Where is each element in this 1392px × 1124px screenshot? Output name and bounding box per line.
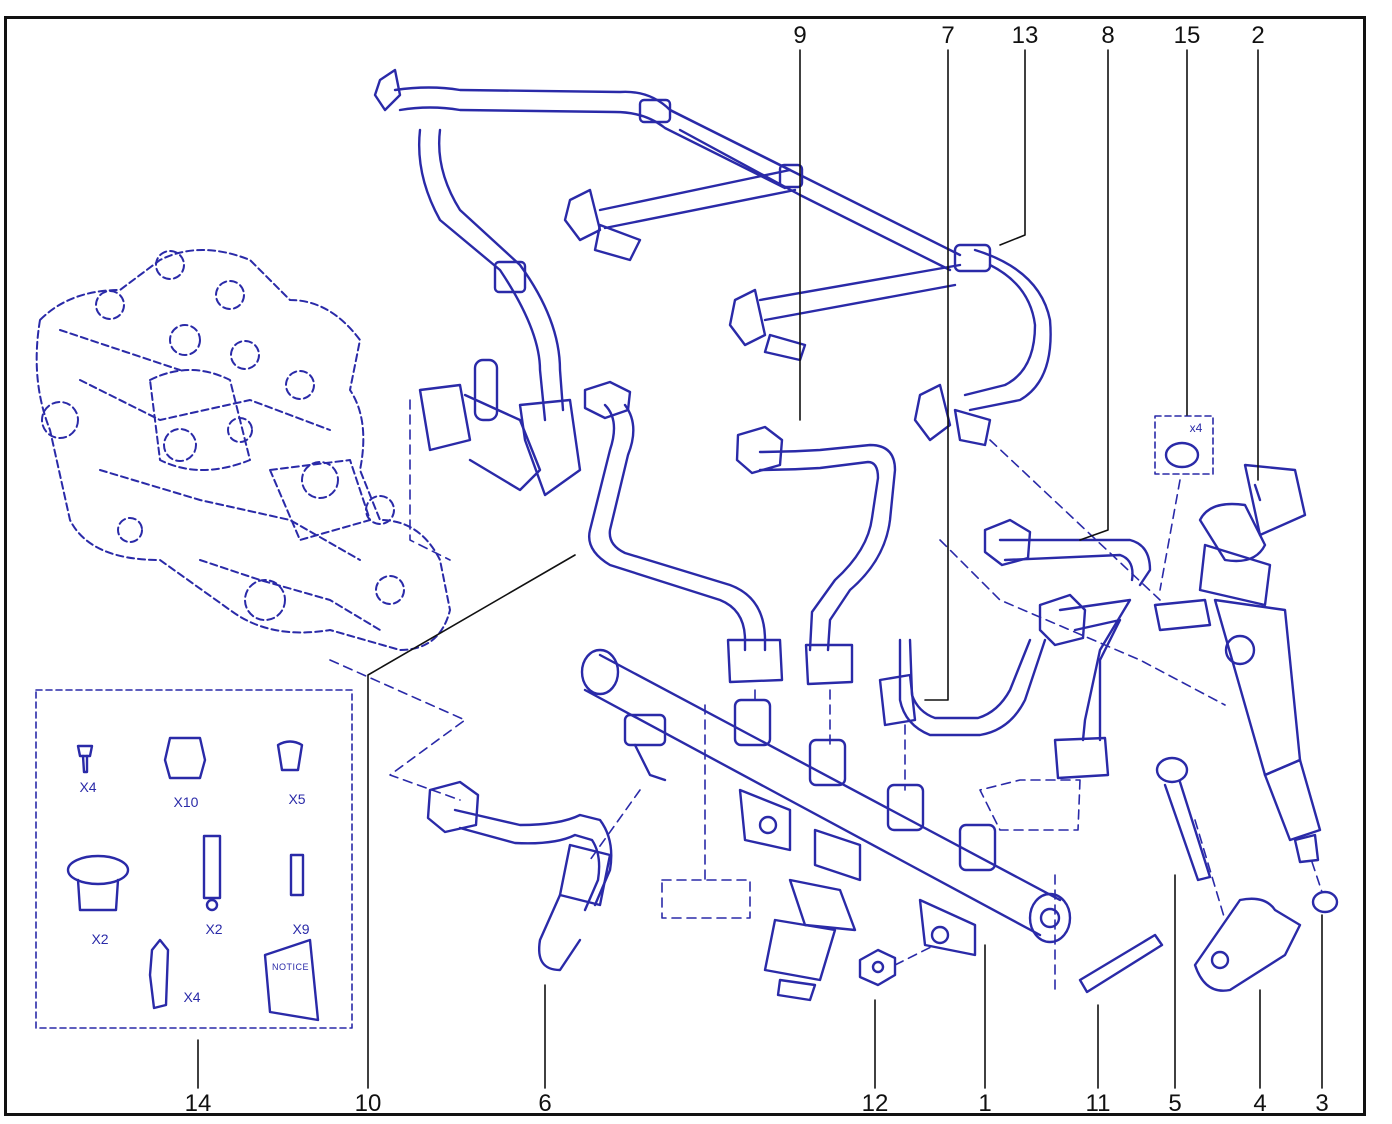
pressure-sensor (763, 878, 857, 1002)
kit-quantity-3: X5 (288, 791, 306, 807)
alignment-lines (329, 399, 1323, 996)
pipe-10 (583, 380, 784, 684)
callout-1: 1 (978, 1090, 992, 1117)
callout-2: 2 (1251, 22, 1265, 49)
kit-quantity-6: X9 (292, 921, 310, 937)
callout-13: 13 (1011, 22, 1039, 49)
callout-15: 15 (1173, 22, 1201, 49)
kit-quantity-1: X4 (79, 779, 97, 795)
kit-quantity-2: X10 (173, 794, 199, 810)
fuel-rail (580, 648, 1072, 957)
injector-clamp-4 (1193, 897, 1302, 992)
callout-12: 12 (861, 1090, 889, 1117)
callout-5: 5 (1168, 1090, 1182, 1117)
callout-3: 3 (1315, 1090, 1329, 1117)
callout-4: 4 (1253, 1090, 1267, 1117)
callout-8: 8 (1101, 22, 1115, 49)
pipe-6 (426, 780, 613, 972)
pipe-7 (878, 638, 1047, 737)
leader-lines (197, 49, 1323, 1089)
callout-6: 6 (538, 1090, 552, 1117)
seal-15 (1154, 415, 1214, 475)
kit-quantity-5: X2 (205, 921, 223, 937)
diagram-frame (4, 16, 1366, 1116)
pipe-8 (983, 518, 1152, 780)
kit-quantity-4: X2 (91, 931, 109, 947)
pipe-9 (735, 425, 897, 686)
callout-10: 10 (354, 1090, 382, 1117)
service-kit-box (35, 689, 353, 1029)
notice-booklet-label: NOTICE (272, 962, 310, 972)
callout-14: 14 (184, 1090, 212, 1117)
callout-11: 11 (1085, 1090, 1111, 1117)
injector (1153, 463, 1322, 864)
callout-7: 7 (941, 22, 955, 49)
fuel-return-line (373, 68, 1052, 497)
kit-quantity-7: X4 (183, 989, 201, 1005)
nut-12 (858, 948, 897, 987)
bolt-5 (1155, 756, 1212, 882)
high-pressure-pump (35, 249, 451, 651)
washer-3 (1311, 890, 1339, 914)
stud-11 (1078, 933, 1164, 994)
callout-9: 9 (793, 22, 807, 49)
seal-quantity-label: x4 (1189, 421, 1203, 435)
